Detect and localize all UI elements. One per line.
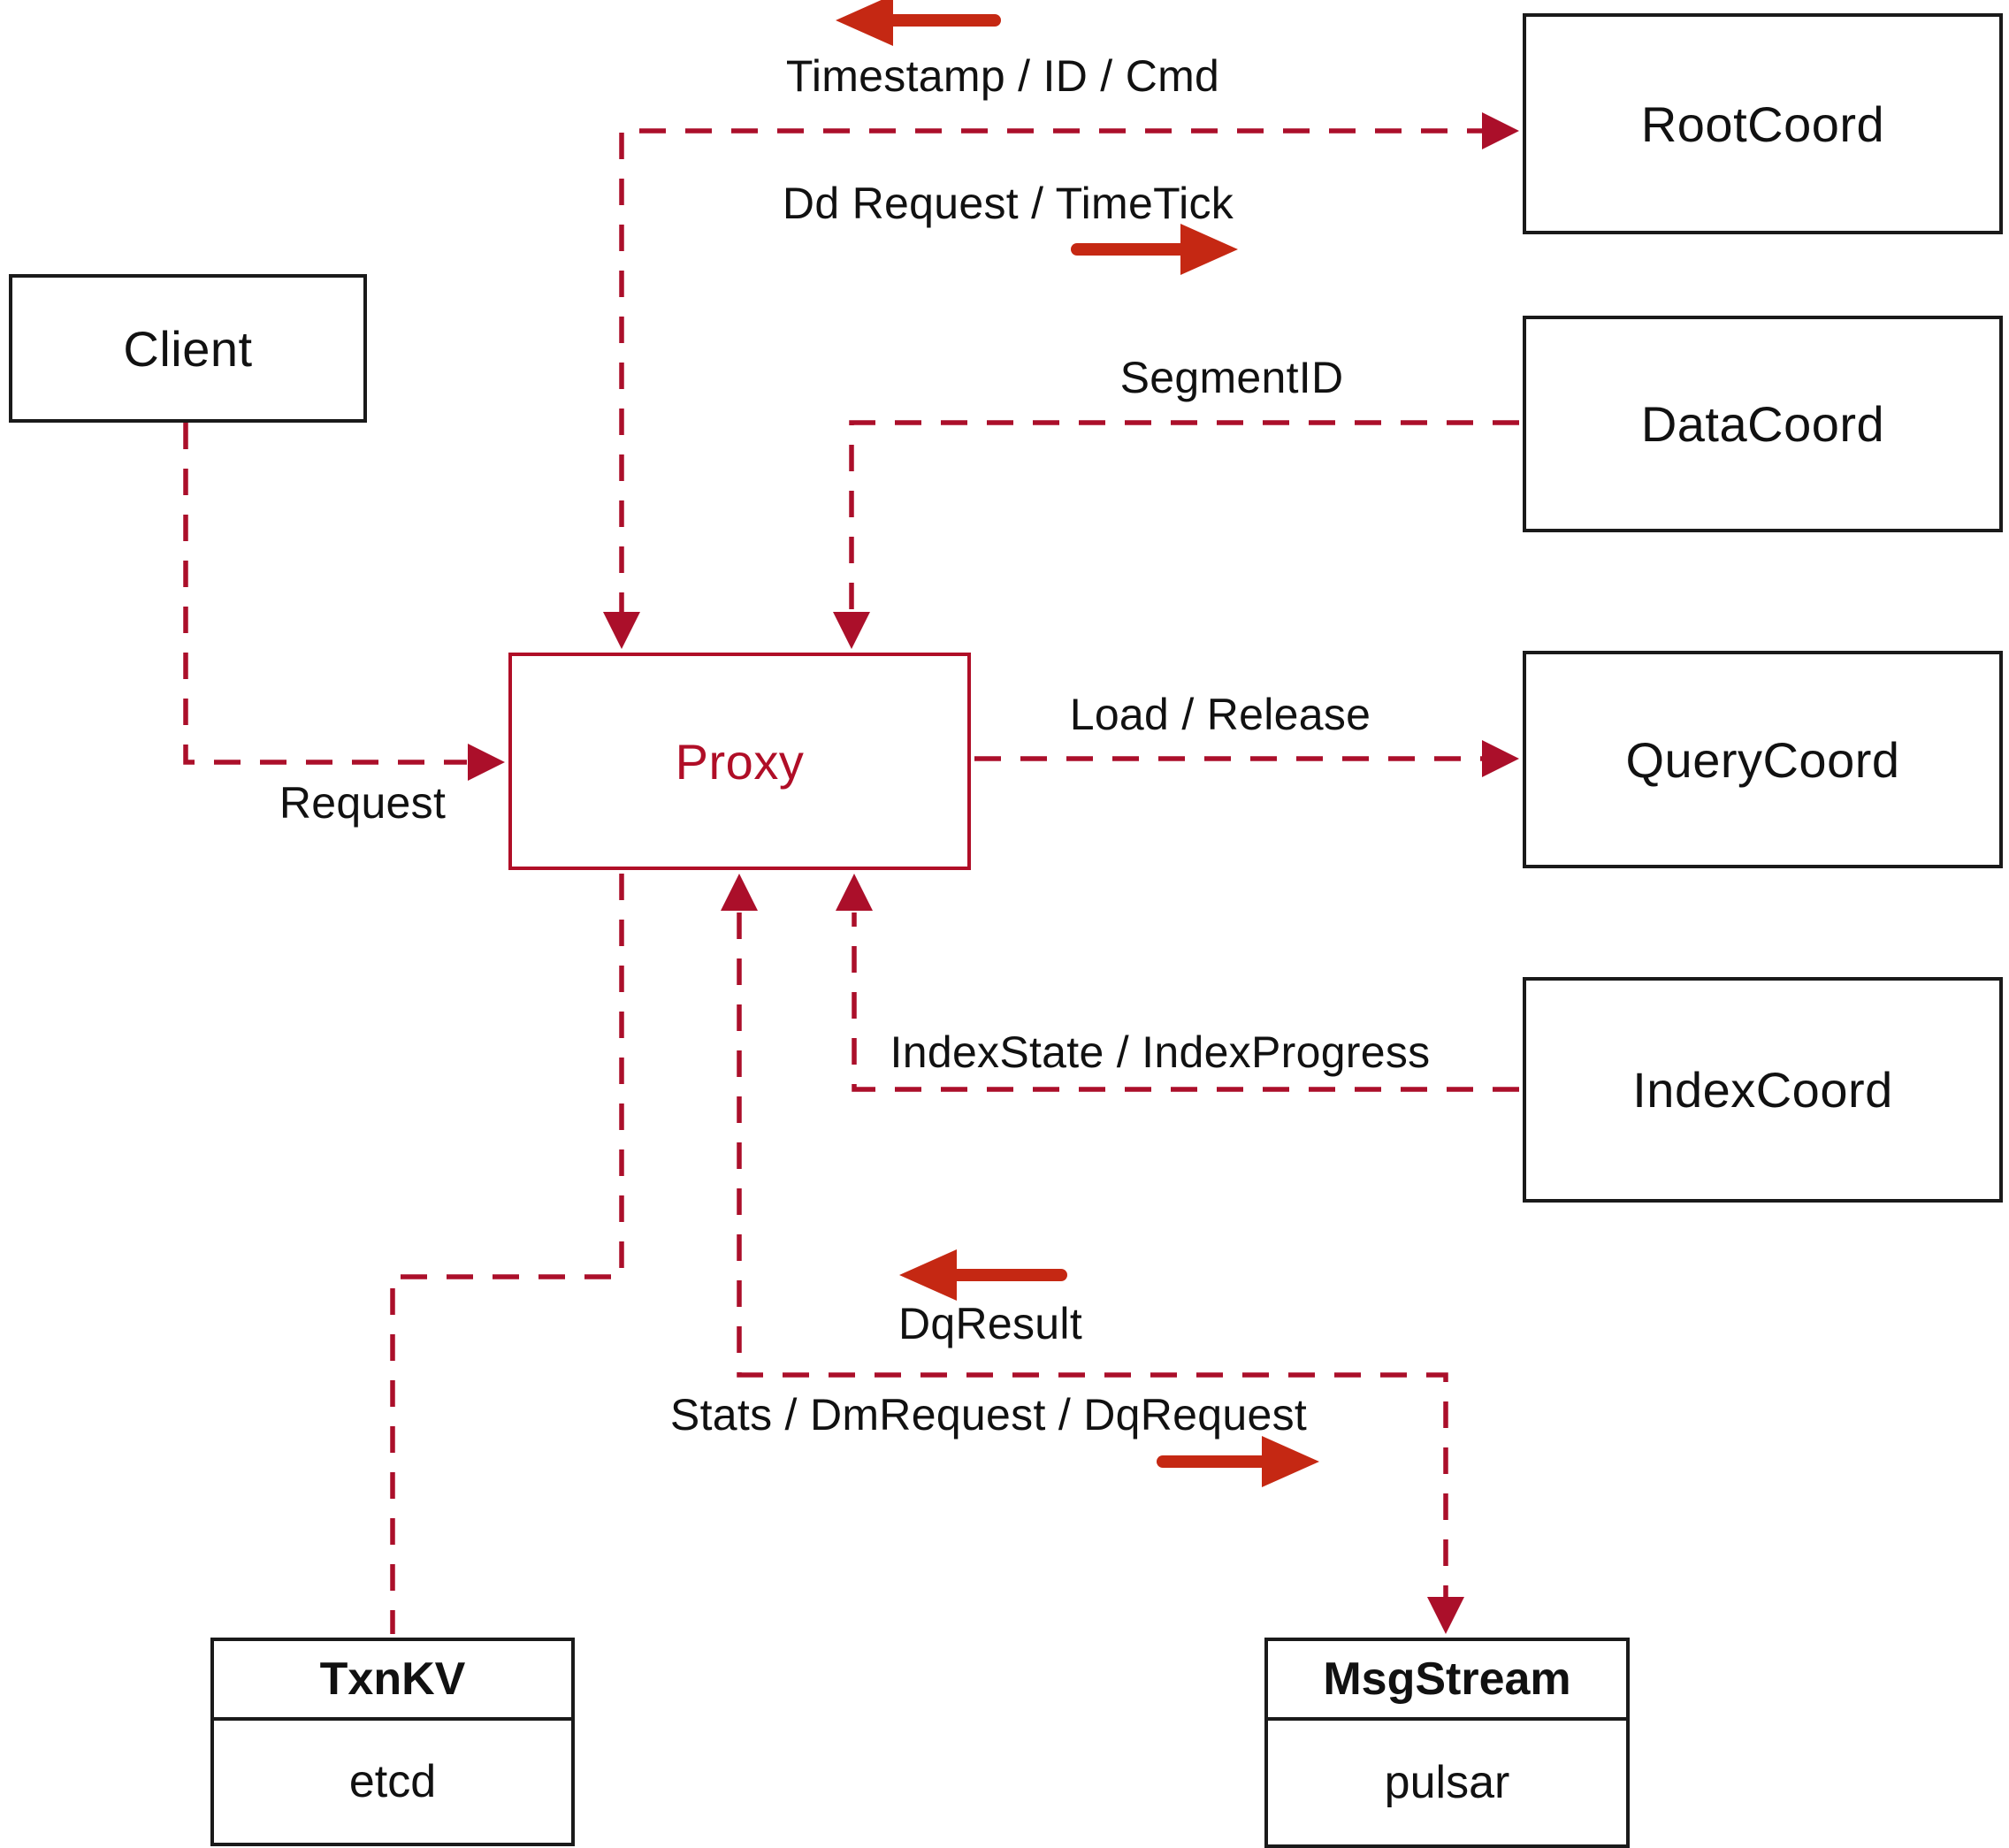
node-proxy: Proxy [508,653,971,870]
node-txnkv: TxnKV etcd [210,1638,575,1846]
arrowhead-into-proxy-bottom-right-icon [836,874,873,911]
edge-datacoord-to-proxy [849,420,1519,612]
arrowhead-into-querycoord-icon [1482,740,1519,777]
node-rootcoord-label: RootCoord [1640,95,1885,152]
edge-proxy-to-txnkv [390,874,624,1634]
node-indexcoord: IndexCoord [1523,977,2003,1203]
edge-label-indexstate-indexprogress: IndexState / IndexProgress [890,1027,1431,1077]
node-proxy-label: Proxy [675,733,805,790]
edge-label-dd-request-timetick: Dd Request / TimeTick [782,179,1234,228]
arrow-right-icon [1071,224,1238,275]
node-datacoord-label: DataCoord [1640,396,1885,452]
node-querycoord: QueryCoord [1523,651,2003,868]
node-querycoord-label: QueryCoord [1625,731,1900,788]
node-msgstream-title: MsgStream [1268,1641,1626,1721]
arrowhead-into-proxy-top-right-icon [833,612,870,649]
edge-label-stats-dm-dq-request: Stats / DmRequest / DqRequest [669,1390,1308,1439]
arrowhead-into-proxy-top-left-icon [603,612,640,649]
edge-label-timestamp-id-cmd: Timestamp / ID / Cmd [785,51,1220,101]
edge-label-request: Request [279,778,447,828]
edge-proxy-to-msgstream [737,913,1448,1597]
node-datacoord: DataCoord [1523,316,2003,532]
arrow-right-icon [1157,1436,1319,1487]
node-txnkv-title: TxnKV [214,1641,571,1721]
node-msgstream-subtitle: pulsar [1384,1757,1510,1808]
edge-label-load-release: Load / Release [1069,690,1371,739]
node-rootcoord: RootCoord [1523,13,2003,234]
arrowhead-into-msgstream-icon [1427,1597,1464,1634]
edge-proxy-to-rootcoord [619,128,1482,619]
node-client-label: Client [123,320,253,377]
edge-client-to-proxy [183,423,467,765]
arrow-left-icon [899,1249,1067,1301]
node-client: Client [9,274,367,423]
arrowhead-into-proxy-left-icon [468,744,505,781]
arrowhead-into-proxy-bottom-left-icon [721,874,758,911]
arrowhead-into-rootcoord-icon [1482,112,1519,149]
node-indexcoord-label: IndexCoord [1632,1062,1893,1118]
node-msgstream: MsgStream pulsar [1264,1638,1630,1848]
edge-indexcoord-to-proxy [852,913,1519,1092]
edge-label-dq-result: DqResult [898,1299,1083,1348]
arrow-left-icon [836,0,1001,46]
edge-label-segment-id: SegmentID [1119,353,1344,402]
node-txnkv-subtitle: etcd [348,1756,437,1807]
